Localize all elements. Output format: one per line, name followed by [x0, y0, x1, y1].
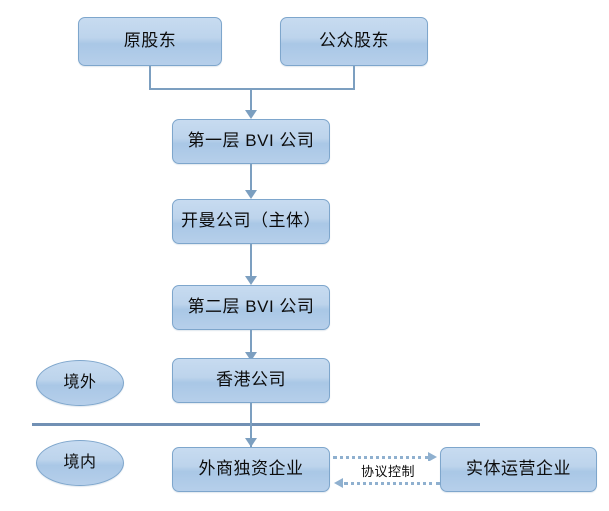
region-marker-offshore-label: 境外: [63, 374, 97, 392]
connector-bvi-second-to-hongkong: [250, 330, 252, 358]
node-wfoe-label: 外商独资企业: [198, 459, 304, 479]
node-cayman[interactable]: 开曼公司（主体）: [172, 199, 330, 244]
node-original-shareholder-label: 原股东: [123, 31, 177, 51]
vie-link-line-forward: [333, 456, 429, 459]
arrowhead-to-cayman-icon: [245, 190, 257, 199]
vie-link-line-reverse: [344, 482, 440, 485]
connector-cayman-to-bvi-second: [250, 244, 252, 279]
vie-link-arrowhead-right-icon: [428, 452, 437, 462]
arrowhead-to-bvi-first-icon: [245, 110, 257, 119]
vie-link-arrowhead-left-icon: [334, 478, 343, 488]
region-marker-onshore-label: 境内: [63, 454, 97, 472]
connector-public-shareholder-stub: [353, 66, 355, 89]
node-hongkong[interactable]: 香港公司: [172, 358, 330, 403]
region-marker-offshore[interactable]: 境外: [36, 360, 124, 406]
connector-hongkong-to-wfoe: [250, 403, 252, 447]
connector-merge-to-bvi-first: [250, 88, 252, 113]
offshore-onshore-divider: [32, 423, 480, 426]
connector-original-shareholder-stub: [149, 66, 151, 89]
node-operating-entity[interactable]: 实体运营企业: [440, 447, 597, 492]
connector-shareholder-merge-bar: [149, 88, 355, 90]
node-cayman-label: 开曼公司（主体）: [181, 211, 321, 231]
node-bvi-first-label: 第一层 BVI 公司: [187, 131, 315, 151]
node-operating-entity-label: 实体运营企业: [466, 459, 571, 479]
connector-bvi-first-to-cayman: [250, 164, 252, 193]
node-public-shareholder-label: 公众股东: [319, 31, 389, 51]
arrowhead-to-bvi-second-icon: [245, 276, 257, 285]
node-bvi-second-label: 第二层 BVI 公司: [187, 297, 315, 317]
region-marker-onshore[interactable]: 境内: [36, 440, 124, 486]
node-public-shareholder[interactable]: 公众股东: [280, 17, 428, 66]
arrowhead-to-hongkong-icon: [245, 352, 257, 361]
arrowhead-to-wfoe-icon: [245, 438, 257, 447]
node-bvi-second[interactable]: 第二层 BVI 公司: [172, 285, 330, 330]
node-bvi-first[interactable]: 第一层 BVI 公司: [172, 119, 330, 164]
node-hongkong-label: 香港公司: [216, 370, 286, 390]
node-original-shareholder[interactable]: 原股东: [78, 17, 222, 66]
node-wfoe[interactable]: 外商独资企业: [172, 447, 330, 492]
vie-link-label: 协议控制: [344, 461, 432, 480]
